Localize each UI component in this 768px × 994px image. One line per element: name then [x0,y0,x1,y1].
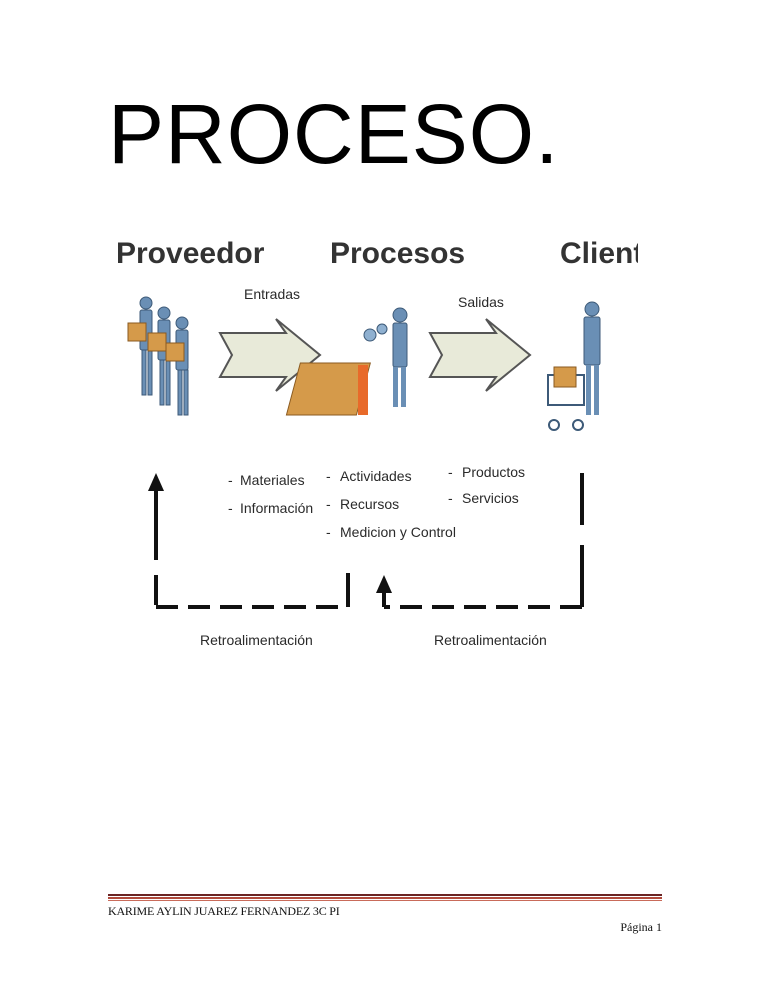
feedback-label-left: Retroalimentación [200,632,313,648]
header-supplier: Proveedor [116,237,265,270]
svg-text:-: - [326,496,331,512]
svg-text:-: - [448,464,453,480]
outputs-arrow [428,318,532,392]
page-number: Página 1 [620,920,662,934]
process-diagram: Proveedor Procesos Cliente Entradas Sali… [108,215,638,660]
footer-rule [108,894,662,899]
supplier-figures-icon [127,296,189,416]
header-client: Cliente [560,237,638,270]
label-inputs: Entradas [244,286,300,302]
footer-author: KARIME AYLIN JUAREZ FERNANDEZ 3C PI [108,904,340,918]
output-item: Servicios [462,490,519,506]
process-items-list: - Actividades - Recursos - Medicion y Co… [326,468,456,540]
output-items-list: - Productos - Servicios [448,464,525,506]
inputs-arrow [218,318,322,392]
process-worker-icon [285,307,408,416]
header-process: Procesos [330,237,465,270]
svg-text:-: - [448,490,453,506]
process-item: Recursos [340,496,399,512]
input-item: Materiales [240,472,305,488]
svg-text:-: - [228,472,233,488]
input-items-list: - Materiales - Información [228,472,313,516]
output-item: Productos [462,464,525,480]
process-item: Medicion y Control [340,524,456,540]
label-outputs: Salidas [458,294,504,310]
input-item: Información [240,500,313,516]
client-cart-icon [547,301,601,431]
process-diagram-svg: Proveedor Procesos Cliente Entradas Sali… [116,237,638,648]
footer-rule-thin [108,900,662,901]
feedback-label-right: Retroalimentación [434,632,547,648]
feedback-loops [154,473,584,609]
feedback-arrow-up-left-icon [148,473,164,491]
feedback-arrow-up-right-icon [376,575,392,593]
svg-text:-: - [326,468,331,484]
svg-text:-: - [228,500,233,516]
svg-text:-: - [326,524,331,540]
process-item: Actividades [340,468,412,484]
page-title: PROCESO. [108,87,560,181]
